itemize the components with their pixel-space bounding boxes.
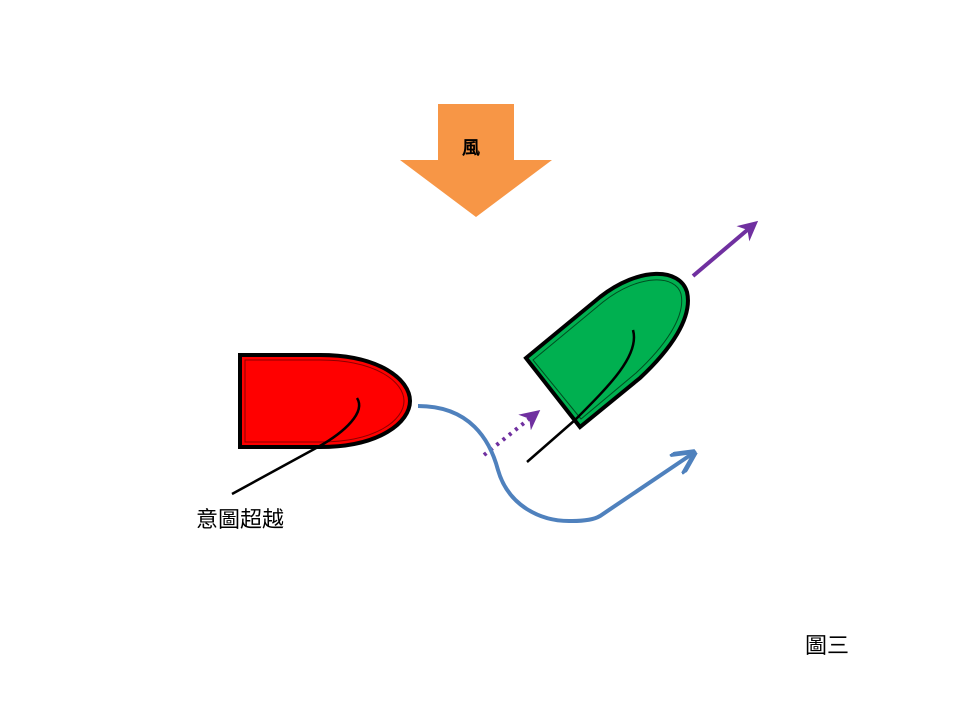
overtake-intent-label: 意圖超越 [196, 508, 285, 533]
green-boat-course-arrow [691, 220, 759, 278]
wind-label: 風 [462, 138, 480, 159]
red-boat [238, 353, 413, 449]
wind-arrow [400, 104, 552, 217]
green-boat [523, 271, 690, 463]
figure-label: 圖三 [805, 634, 850, 659]
red-boat-intended-course-arrow [482, 410, 541, 457]
red-boat-path-arrow [417, 404, 692, 524]
red-boat-sail-pointer [231, 445, 319, 496]
